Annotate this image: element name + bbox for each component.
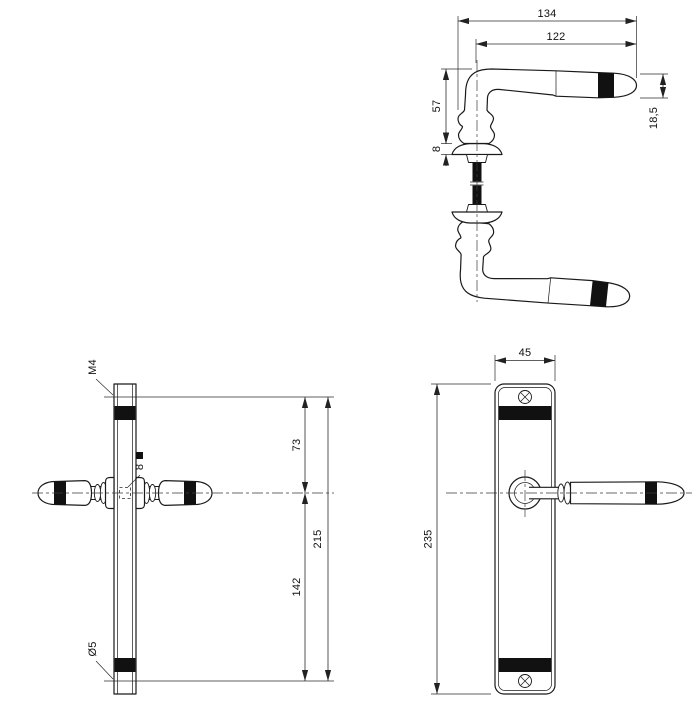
lower-grip-joint-line — [547, 277, 552, 304]
upper-grip-band — [598, 72, 614, 98]
outside-rose-profile — [104, 476, 115, 510]
plate-top-band — [498, 406, 552, 420]
dim-screw-spacing: 215 — [312, 397, 332, 681]
lower-handle-outline — [454, 220, 631, 308]
lower-grip-band — [589, 280, 609, 307]
dim-label-134: 134 — [538, 8, 557, 20]
dim-label-18-5: 18,5 — [648, 107, 660, 129]
inside-grip-band — [184, 481, 196, 505]
outside-handle-profile — [37, 476, 115, 510]
dim-label-73: 73 — [291, 439, 303, 452]
bottom-screw-slot — [520, 676, 530, 686]
bottom-screw — [518, 674, 532, 688]
upper-handle-outline — [457, 68, 638, 145]
label-hole-diameter: Ø5 — [87, 641, 114, 680]
upper-rose-collar — [466, 154, 488, 163]
plate-edge-top-band — [114, 406, 136, 420]
dim-neck-height: 57 — [431, 68, 472, 144]
dim-plate-height: 235 — [423, 383, 491, 695]
dim-label-8: 8 — [431, 146, 443, 152]
dim-label-45: 45 — [519, 347, 532, 359]
dim-lever-length: 122 — [475, 31, 637, 63]
plate-outline — [494, 383, 556, 695]
spindle-upper — [472, 162, 482, 182]
label-o5: Ø5 — [87, 641, 99, 656]
label-m4: M4 — [87, 359, 99, 375]
dim-label-122: 122 — [547, 31, 566, 43]
dim-top-screw-to-axis: 73 — [291, 397, 309, 493]
lower-rose — [451, 211, 503, 224]
lower-handle — [454, 220, 631, 308]
label-square-8: 8 — [134, 464, 146, 470]
dim-total-length: 134 — [457, 8, 637, 110]
dim-plate-width: 45 — [494, 347, 556, 381]
plate-edge-bottom-band — [114, 658, 136, 672]
plate-edge-view: M4 8 Ø5 73 142 215 — [32, 359, 334, 695]
handle-side-view: 134 122 57 8 18,5 — [431, 8, 668, 308]
dim-rose-thickness: 8 — [431, 132, 452, 166]
plate-inner-line — [498, 387, 552, 691]
label-screw-thread: M4 — [87, 359, 114, 396]
label-spindle-square: 8 — [127, 452, 146, 488]
dim-label-57: 57 — [431, 100, 443, 113]
upper-handle — [457, 68, 638, 145]
dim-label-142: 142 — [291, 578, 303, 597]
top-screw — [518, 390, 532, 404]
dim-label-235: 235 — [423, 530, 435, 549]
dim-axis-to-bottom-screw: 142 — [291, 493, 309, 681]
dim-label-215: 215 — [312, 530, 324, 549]
plate-bottom-band — [498, 658, 552, 672]
square-symbol — [136, 452, 143, 459]
plate-front-view: 45 235 — [423, 347, 692, 695]
dim-grip-diameter: 18,5 — [640, 73, 668, 129]
plate-edge-outline — [113, 383, 137, 695]
top-screw-slot — [520, 392, 530, 402]
